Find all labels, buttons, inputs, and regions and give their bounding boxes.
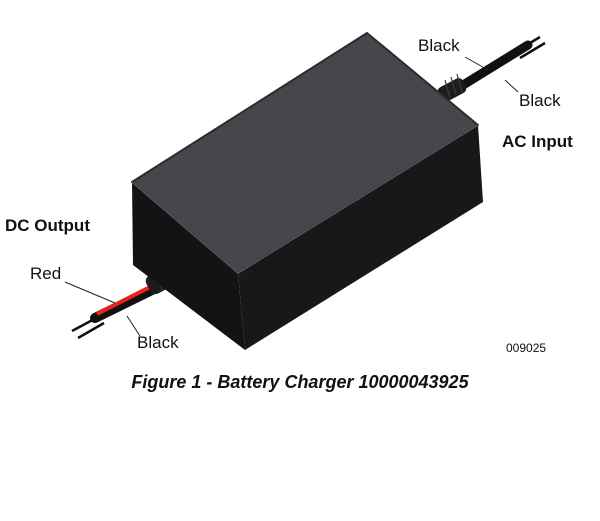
ac-strain-relief [437, 73, 467, 102]
figure-caption: Figure 1 - Battery Charger 10000043925 [131, 372, 469, 392]
dc-output-label: DC Output [5, 216, 90, 235]
charger-housing [131, 32, 483, 350]
ac-input-label: AC Input [502, 132, 573, 151]
housing-front-side [238, 125, 483, 350]
leader-lines [64, 56, 519, 337]
ac-wire-label-2: Black [519, 91, 561, 110]
housing-left-side [132, 182, 245, 350]
drawing-code: 009025 [506, 341, 547, 355]
ac-wire-label-1: Black [418, 36, 460, 55]
ac-input-cable [437, 35, 546, 102]
dc-wire-black-label: Black [137, 333, 179, 352]
dc-wire-red-label: Red [30, 264, 62, 283]
